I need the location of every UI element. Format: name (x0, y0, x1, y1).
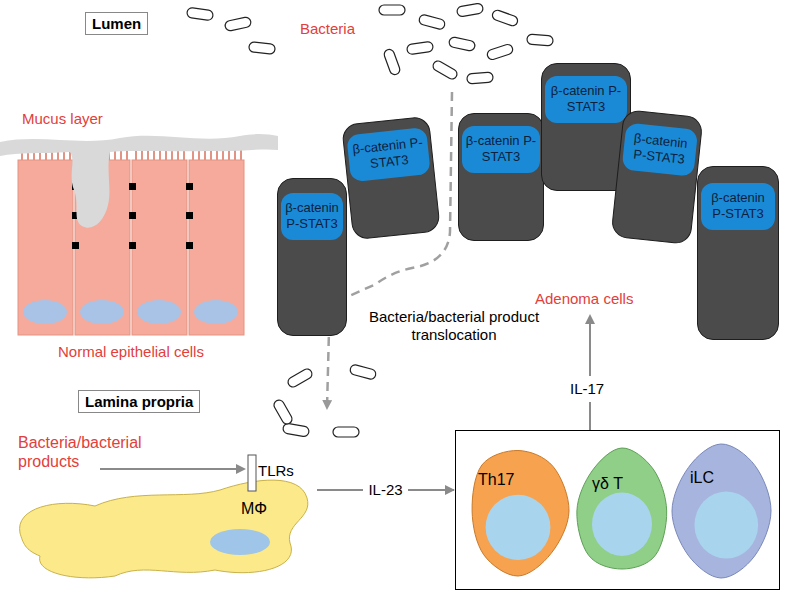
nucleus (486, 495, 551, 560)
region-tag: Lumen (85, 12, 148, 35)
nucleus (80, 300, 124, 324)
cell-label: γδ T (592, 475, 623, 493)
bacterium (224, 16, 252, 31)
region-tag: Lamina propria (78, 390, 200, 413)
bacterium (272, 398, 294, 426)
cell-label: MΦ (241, 500, 267, 518)
epithelial-cell (189, 160, 244, 335)
il17-arrow (589, 316, 591, 376)
bacterium (286, 367, 314, 389)
immune-cell-group: Th17 γδ T iLC (455, 430, 780, 590)
cell-membrane (672, 444, 771, 578)
structure-label: Mucus layer (22, 110, 103, 128)
adenoma-cell: β-catenin P-STAT3 (277, 178, 347, 336)
nucleus (210, 529, 270, 555)
organism-label: Bacteria (300, 20, 355, 38)
immune-cell: Th17 (464, 443, 572, 579)
bacterium (249, 42, 276, 55)
structure-label: Normal epithelial cells (58, 343, 204, 361)
bacterium (186, 7, 213, 21)
nucleus-label: β-catenin P-STAT3 (622, 123, 698, 177)
mucus-layer (0, 134, 278, 228)
nucleus-label: β-catenin P-STAT3 (545, 76, 627, 123)
cell-label: iLC (690, 469, 714, 487)
nucleus (695, 491, 759, 558)
bacterium (406, 41, 433, 55)
receptor-label: TLRs (258, 462, 294, 480)
bacterium (491, 9, 519, 27)
cell-outline (572, 445, 672, 577)
tight-junction (186, 183, 193, 190)
process-label: Bacteria/bacterial product translocation (360, 308, 548, 344)
tight-junction (129, 242, 136, 249)
bacterium (383, 48, 401, 76)
tight-junction (186, 212, 193, 219)
bacterium (527, 34, 554, 46)
nucleus-label: β-catenin P-STAT3 (701, 183, 775, 230)
bacterium (349, 364, 377, 380)
macrophage-membrane (20, 480, 308, 578)
epithelial-cell (18, 160, 73, 335)
bacterium (333, 427, 359, 437)
cytokine-label: IL-17 (570, 380, 604, 398)
bacterium (431, 59, 459, 81)
adenoma-cell: β-catenin P-STAT3 (458, 113, 544, 241)
input-label: Bacteria/bacterial products (18, 433, 188, 471)
cell-membrane (472, 450, 569, 576)
epithelium (18, 148, 244, 335)
adenoma-cell: β-catenin P-STAT3 (697, 166, 779, 340)
cell-membrane (577, 448, 667, 569)
tight-junction (129, 183, 136, 190)
tight-junction (129, 212, 136, 219)
nucleus (592, 493, 652, 556)
nucleus (137, 300, 181, 324)
nucleus (194, 300, 238, 324)
macrophage-body (20, 480, 308, 578)
bacterium (282, 423, 309, 437)
nucleus-label: β-catenin P-STAT3 (281, 193, 343, 240)
region-label: Lamina propria (85, 393, 193, 410)
cell-label: Th17 (478, 471, 514, 489)
tlr-receptor (248, 455, 256, 491)
immune-cell: iLC (668, 441, 774, 581)
adenoma-cell: β-catenin P-STAT3 (611, 109, 704, 245)
il17-stem (589, 402, 591, 430)
cell-outline (668, 441, 774, 581)
cell-outline (464, 443, 572, 579)
nucleus (23, 300, 67, 324)
bacteria (186, 3, 553, 437)
adenoma-cell: β-catenin P-STAT3 (341, 116, 441, 241)
bacterium (418, 14, 446, 30)
tight-junction (186, 242, 193, 249)
bacterium (456, 3, 483, 17)
bacterium (379, 5, 405, 15)
bacterium (448, 36, 476, 51)
epithelial-cell (132, 160, 187, 335)
bacterium (467, 72, 494, 84)
structure-label: Adenoma cells (535, 290, 633, 308)
nucleus-label: β-catenin P-STAT3 (462, 126, 540, 173)
cytokine-label: IL-23 (363, 481, 407, 499)
bacterium (486, 43, 514, 61)
immune-cell: γδ T (572, 445, 672, 577)
bacterial-products-arrow (100, 468, 244, 470)
tight-junction (72, 242, 79, 249)
region-label: Lumen (92, 15, 141, 32)
nucleus-label: β-catenin P-STAT3 (346, 127, 430, 182)
